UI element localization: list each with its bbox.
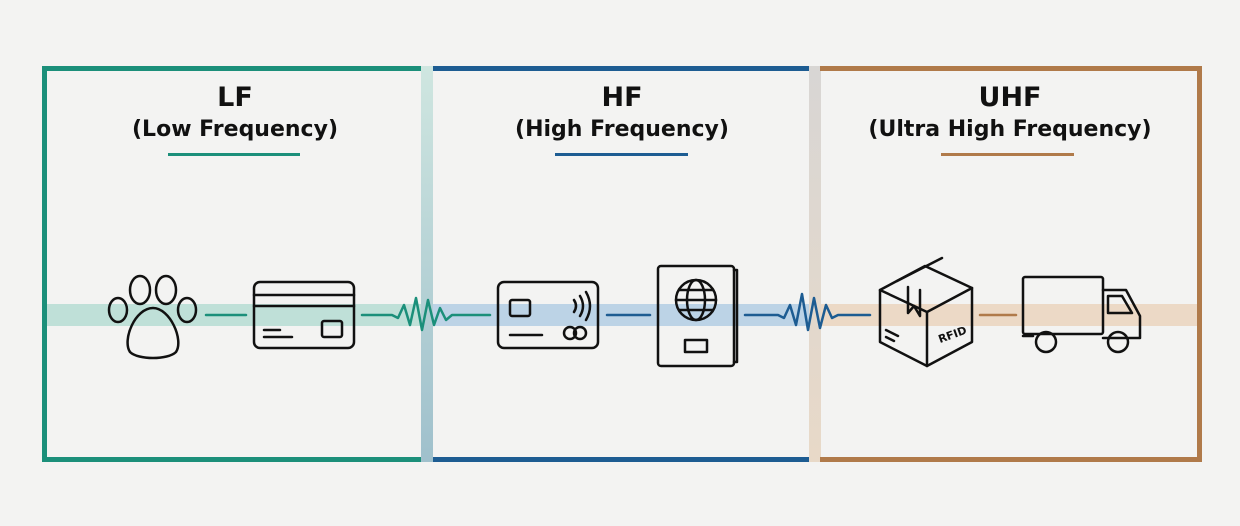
rfid-label: RFID	[937, 324, 969, 346]
lf-title: LF	[217, 82, 253, 113]
hf-underline	[555, 153, 688, 156]
lf-hf-wave	[360, 296, 492, 332]
hf-uhf-wave	[743, 292, 872, 332]
delivery-truck-icon	[1021, 275, 1142, 354]
passport-icon	[656, 264, 739, 368]
uhf-subtitle: (Ultra High Frequency)	[868, 117, 1152, 142]
paw-icon	[107, 274, 198, 360]
uhf-underline	[941, 153, 1074, 156]
uhf-panel	[820, 66, 1202, 462]
rfid-package-icon	[878, 256, 974, 368]
hf-uhf-divider	[809, 66, 821, 462]
lf-subtitle: (Low Frequency)	[132, 117, 338, 142]
uhf-title: UHF	[978, 82, 1042, 113]
lf-hf-divider	[421, 66, 433, 462]
lf-panel	[42, 66, 422, 462]
hf-subtitle: (High Frequency)	[515, 117, 729, 142]
contactless-card-icon	[496, 280, 600, 350]
access-card-icon	[252, 280, 356, 350]
hf-title: HF	[601, 82, 643, 113]
hf-panel	[433, 66, 810, 462]
lf-underline	[168, 153, 300, 156]
